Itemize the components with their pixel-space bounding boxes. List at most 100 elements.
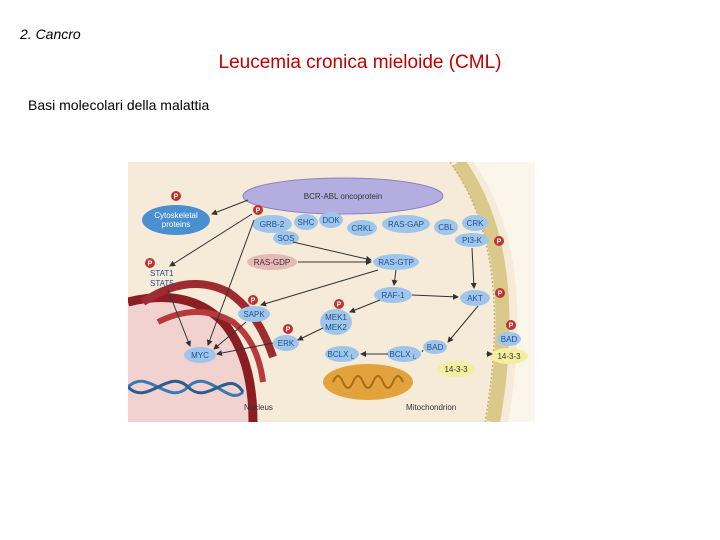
cbl-node (434, 219, 458, 235)
rasgtp-label: RAS-GTP (378, 258, 414, 267)
phospho-text: P (509, 323, 514, 330)
bad-node-1 (423, 340, 447, 354)
pi3k-node (455, 233, 489, 247)
cytoskeletal-label-1: Cytoskeletal (154, 211, 198, 220)
nuclear-membrane (128, 293, 258, 422)
bad-label-1: BAD (427, 343, 444, 352)
rasgdp-node (247, 254, 297, 270)
crk-label: CRK (467, 219, 485, 228)
phospho-marker (283, 324, 293, 334)
p1433-label-2: 14-3-3 (497, 352, 521, 361)
mek-node (320, 309, 352, 335)
phospho-text: P (337, 302, 342, 309)
sos-label: SOS (278, 234, 295, 243)
stat5-label: STAT5 (150, 279, 174, 288)
p1433-node-2 (490, 348, 528, 364)
crk-node (462, 215, 488, 231)
sapk-node (238, 306, 270, 322)
pathway-diagram: BCR-ABL oncoprotein Cytoskeletal protein… (128, 162, 535, 422)
bclxl-node-1 (325, 346, 359, 362)
phospho-marker (253, 205, 263, 215)
nucleus-label: Nucleus (244, 403, 273, 412)
phospho-text: P (497, 239, 502, 246)
akt-node (460, 290, 490, 306)
erk-node (273, 335, 299, 351)
raf1-label: RAF-1 (381, 291, 405, 300)
phospho-text: P (286, 327, 291, 334)
arrow (349, 299, 381, 313)
pathway-arrows (167, 199, 493, 357)
shc-label: SHC (298, 218, 315, 227)
sapk-label: SAPK (243, 310, 265, 319)
phospho-marker (494, 236, 504, 246)
cell-membrane (452, 162, 510, 422)
rasgap-label: RAS-GAP (388, 220, 424, 229)
section-label: 2. Cancro (20, 26, 81, 42)
slide-title: Leucemia cronica mieloide (CML) (218, 52, 502, 73)
grb2-node (252, 215, 292, 233)
dok-label: DOK (322, 216, 340, 225)
arrow (206, 219, 255, 346)
p1433-node-1 (437, 361, 475, 377)
grb2-label: GRB-2 (260, 220, 285, 229)
arrow (292, 241, 372, 262)
myc-node (184, 347, 216, 363)
arrow (297, 327, 324, 341)
signaling-pathway-figure: BCR-ABL oncoprotein Cytoskeletal protein… (128, 162, 535, 422)
arrow (260, 269, 379, 307)
arrow (421, 349, 424, 353)
arrow (167, 289, 191, 347)
phospho-text: P (174, 194, 179, 201)
phospho-text: P (256, 208, 261, 215)
membrane-inner-line (449, 162, 496, 422)
rasgap-node (382, 215, 430, 233)
bclxl-sub-2: L (413, 355, 417, 361)
slide-subtitle: Basi molecolari della malattia (28, 97, 210, 113)
mek1-label: MEK1 (325, 313, 347, 322)
bcr-abl-label: BCR-ABL oncoprotein (304, 192, 382, 201)
rasgtp-node (373, 254, 419, 270)
bcr-abl-oncoprotein (242, 177, 444, 215)
mek2-label: MEK2 (325, 323, 347, 332)
bclxl-node-2 (387, 346, 421, 362)
mitochondrion-cristae (332, 375, 404, 389)
phospho-marker (145, 258, 155, 268)
bclxl-label-1: BCLX (328, 350, 350, 359)
phospho-marker (495, 288, 505, 298)
mitochondrion-label: Mitochondrion (406, 403, 456, 412)
phospho-text: P (251, 298, 256, 305)
stat1-label: STAT1 (150, 269, 174, 278)
p1433-label-1: 14-3-3 (444, 365, 468, 374)
arrow (211, 199, 249, 215)
er-tube-2 (156, 309, 266, 383)
phospho-text: P (148, 261, 153, 268)
arrow (216, 342, 274, 356)
arrow (213, 321, 247, 350)
dna-strand-b (128, 379, 245, 395)
arrow (411, 293, 459, 300)
mitochondrion-body (323, 364, 413, 400)
phospho-marker (334, 299, 344, 309)
phospho-markers: P P P P P P P P P (145, 191, 516, 334)
crkl-node (347, 220, 377, 236)
shc-node (294, 214, 318, 230)
arrow (391, 269, 398, 286)
bad-label-2: BAD (501, 335, 518, 344)
pi3k-label: PI3-K (462, 236, 483, 245)
sos-node (273, 231, 299, 245)
arrow (169, 213, 253, 267)
akt-label: AKT (467, 294, 483, 303)
phospho-marker (506, 320, 516, 330)
phospho-marker (248, 295, 258, 305)
arrow (447, 305, 479, 343)
cytoskeletal-node (142, 205, 210, 235)
rasgdp-label: RAS-GDP (254, 258, 290, 267)
erk-label: ERK (278, 339, 295, 348)
phospho-marker (171, 191, 181, 201)
bclxl-label-2: BCLX (390, 350, 412, 359)
dok-node (319, 212, 343, 228)
phospho-text: P (498, 291, 503, 298)
bclxl-sub-1: L (351, 355, 355, 361)
cbl-label: CBL (438, 223, 454, 232)
arrow (470, 247, 477, 289)
